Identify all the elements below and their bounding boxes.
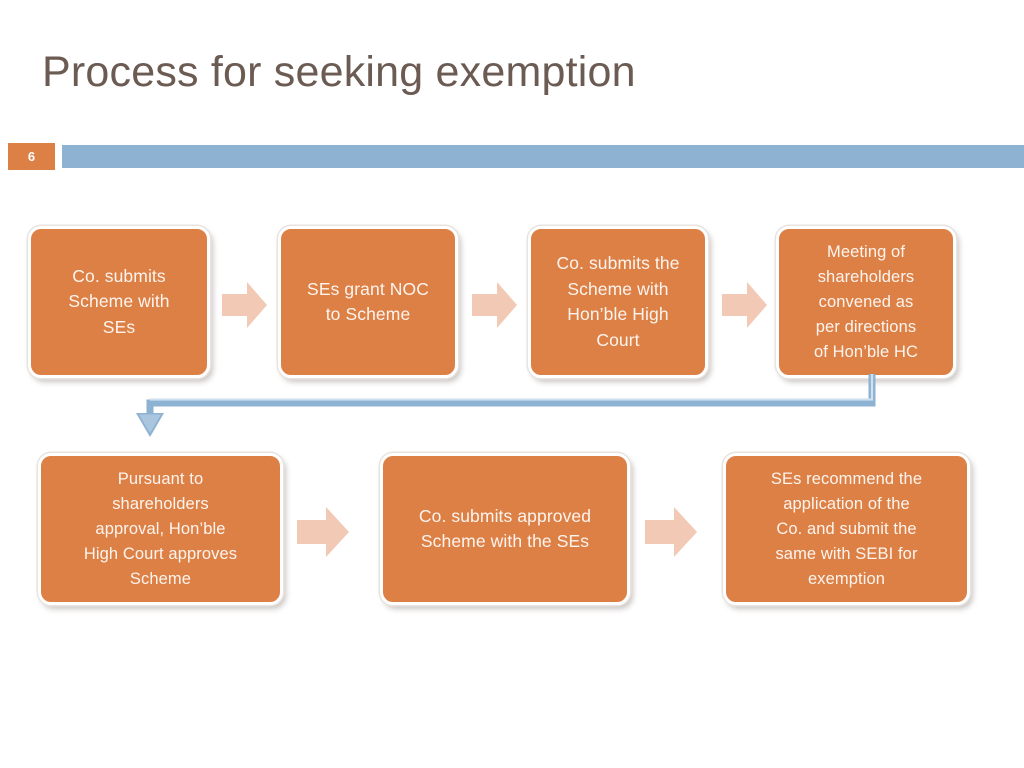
arrow-2-3: [472, 280, 518, 330]
flow-node-step-1[interactable]: Co. submits Scheme with SEs: [28, 226, 210, 378]
arrow-row1-to-row2: [120, 372, 910, 448]
arrow-3-4: [722, 280, 768, 330]
flow-node-label: SEs recommend the application of the Co.…: [770, 469, 923, 588]
arrow-6-7: [645, 505, 699, 559]
flow-node-step-6[interactable]: Co. submits approved Scheme with the SEs: [380, 453, 630, 605]
flow-node-step-3[interactable]: Co. submits the Scheme with Hon’ble High…: [528, 226, 708, 378]
flow-node-step-5[interactable]: Pursuant to shareholders approval, Hon’b…: [38, 453, 283, 605]
flow-node-step-2[interactable]: SEs grant NOC to Scheme: [278, 226, 458, 378]
slide-number-label: 6: [27, 149, 36, 164]
flow-node-label: Co. submits the Scheme with Hon’ble High…: [556, 253, 680, 350]
title-divider-band: 6: [0, 143, 1024, 170]
flow-node-label: Pursuant to shareholders approval, Hon’b…: [83, 469, 238, 588]
slide-number-badge: 6: [8, 143, 55, 170]
flow-node-label: Meeting of shareholders convened as per …: [813, 242, 918, 361]
flow-node-step-4[interactable]: Meeting of shareholders convened as per …: [776, 226, 956, 378]
arrow-1-2: [222, 280, 268, 330]
divider-rule: [62, 145, 1024, 168]
flow-node-label: Co. submits approved Scheme with the SEs: [418, 505, 592, 552]
flow-node-step-7[interactable]: SEs recommend the application of the Co.…: [723, 453, 970, 605]
arrow-5-6: [297, 505, 351, 559]
flow-node-label: SEs grant NOC to Scheme: [307, 278, 429, 325]
flow-node-label: Co. submits Scheme with SEs: [68, 265, 170, 337]
page-title: Process for seeking exemption: [42, 48, 636, 96]
